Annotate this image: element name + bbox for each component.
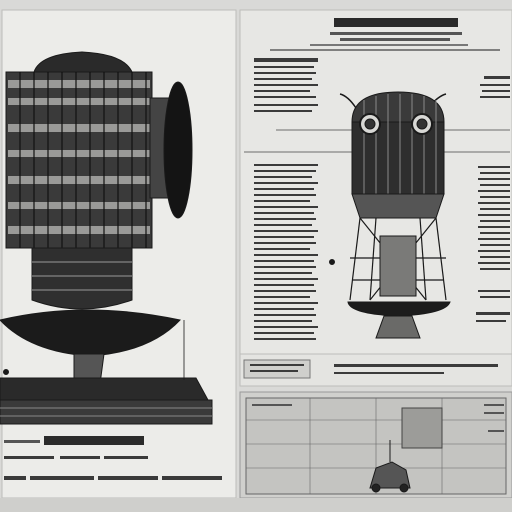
capsule-core [379,235,417,297]
reference-dot [329,259,335,265]
machine-base [0,377,209,401]
left-sheet [0,9,237,499]
capsule-porthole-right-inner [416,118,428,130]
right-lower-notes [476,312,510,322]
left-caption-lines [4,456,222,480]
machine-bands [8,80,150,234]
right-sheet [239,9,512,355]
rocket-capsule [329,91,451,339]
capsule-antenna-left [339,93,357,109]
inset-machine-sketch [369,440,411,493]
capsule-skirt [351,193,445,219]
machine-base-plinth [0,399,213,425]
right-text-column-left [254,58,318,340]
machine-base-lines [0,407,212,417]
machine-drawing [0,51,213,425]
right-title [334,18,458,27]
middle-strip-label-box [243,359,311,379]
reference-dot [3,369,9,375]
left-caption-prefix [4,440,40,443]
bottom-inset-sheet [239,391,512,499]
machine-bowl [0,309,181,357]
machine-side-wheel [163,81,193,219]
middle-strip-lines [250,364,498,374]
bottom-edge [0,498,512,512]
right-text-column-right [478,76,510,298]
inset-text-lines [252,404,504,432]
left-caption-title [44,436,144,445]
right-subtitle-line-3 [310,44,468,46]
machine-lower-cylinder [31,247,133,310]
machine-ribs [19,72,147,248]
left-caption-area [4,436,222,480]
capsule-base-leg [375,315,421,339]
machine-top-cap [33,51,133,73]
middle-strip [239,353,512,387]
machine-lower-lines [32,261,132,291]
capsule-porthole-left-inner [364,118,376,130]
right-subtitle-line-2 [340,38,450,41]
inset-panel [401,407,443,449]
right-title-block [270,18,500,51]
right-subtitle-line-1 [330,32,462,35]
